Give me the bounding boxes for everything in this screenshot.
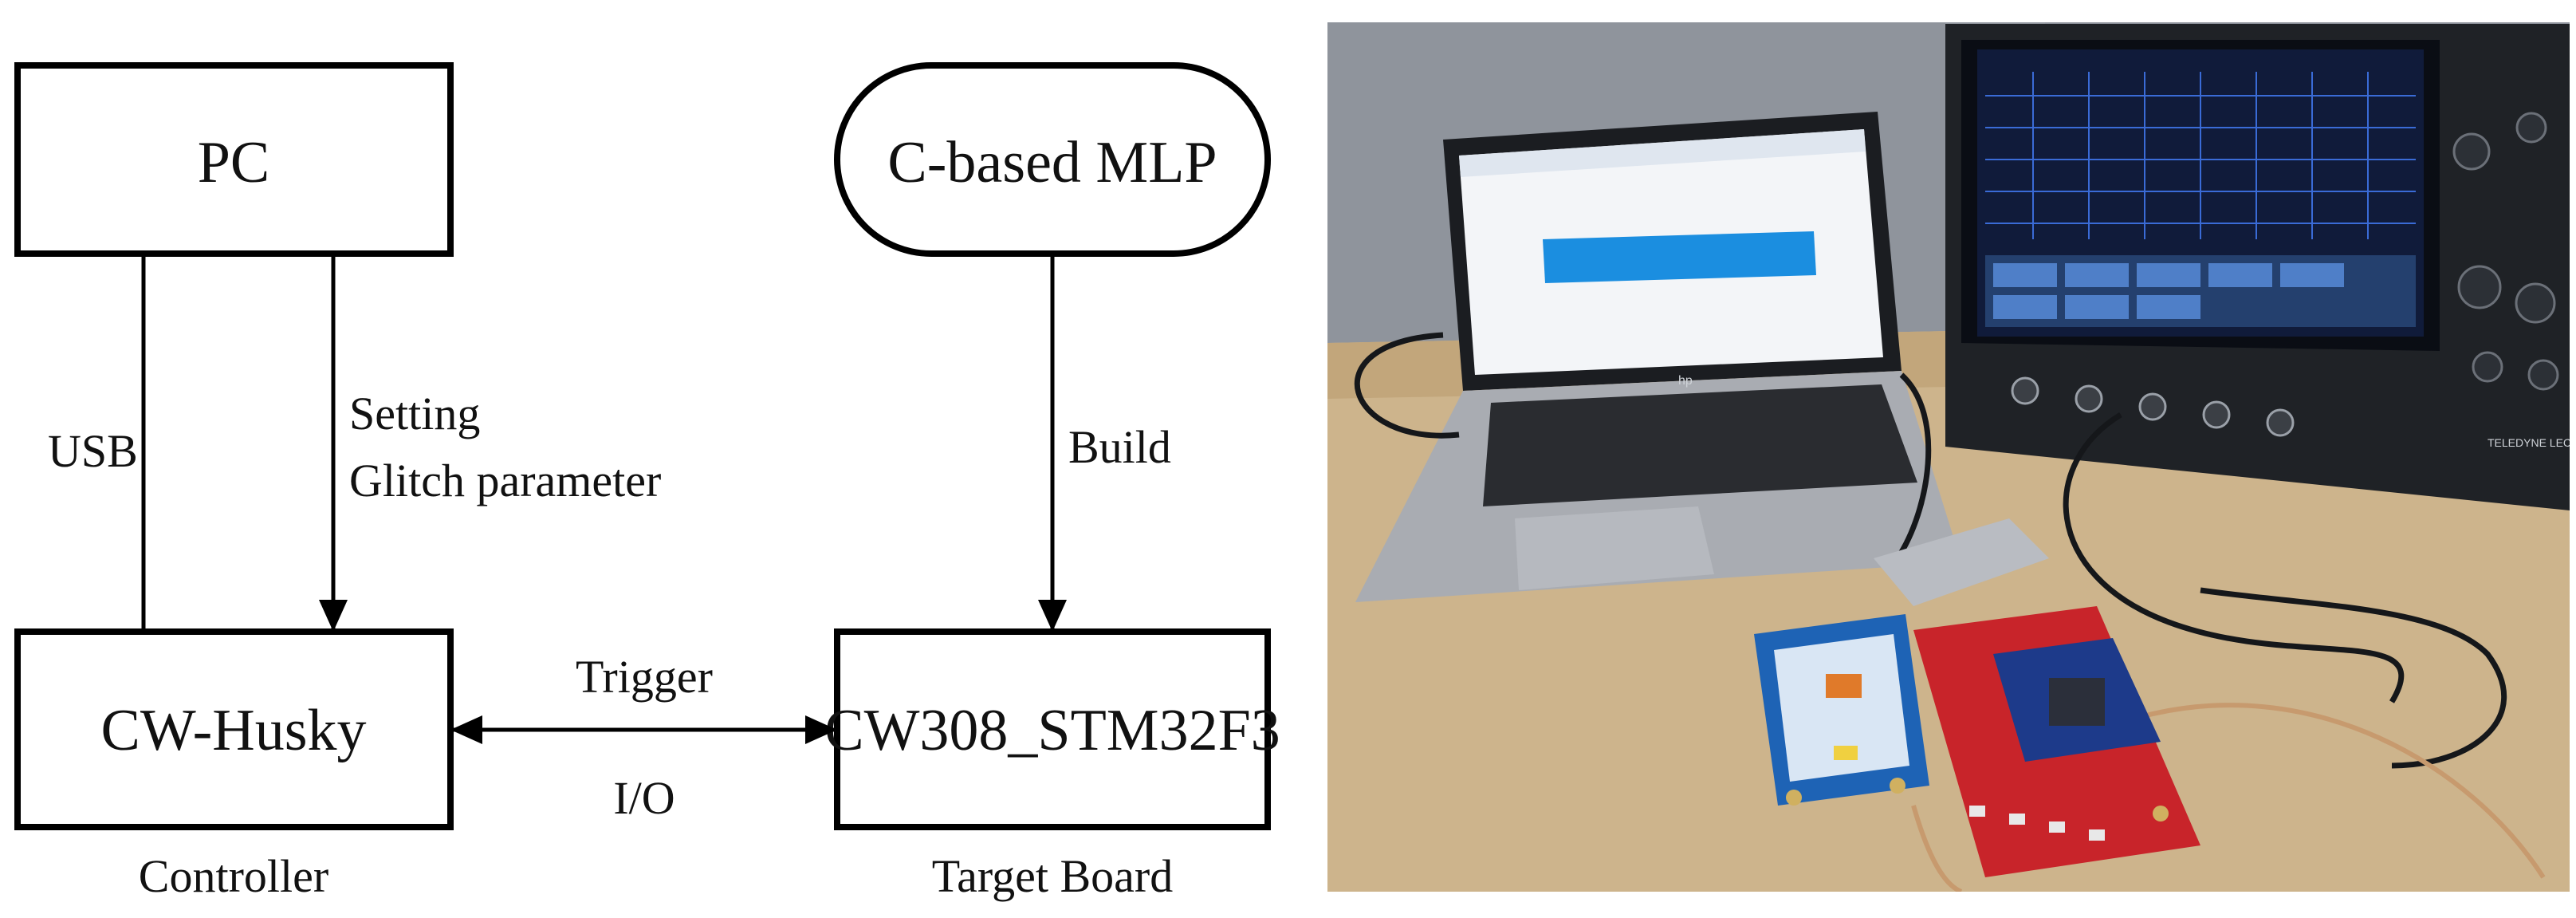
- node-husky-label: CW-Husky: [101, 698, 367, 763]
- edge-usb-label: USB: [48, 425, 138, 477]
- node-pc: [14, 62, 454, 257]
- block-diagram: PC C-based MLP CW-Husky CW308_STM32F3 US…: [14, 62, 1280, 902]
- laptop: hp: [1355, 112, 1961, 602]
- lab-setup-photo: TELEDYNE LECROY hp: [1327, 22, 2576, 892]
- caption-target-board: Target Board: [932, 850, 1174, 902]
- edge-glitch-label: Glitch parameter: [349, 455, 661, 506]
- oscilloscope: TELEDYNE LECROY: [1945, 24, 2576, 510]
- node-target: [834, 628, 1271, 830]
- laptop-trace: [1543, 231, 1816, 283]
- node-mlp-label: C-based MLP: [887, 130, 1217, 195]
- node-target-label: CW308_STM32F3: [824, 698, 1280, 763]
- cables: [1354, 332, 2507, 769]
- edge-build-label: Build: [1068, 421, 1171, 473]
- node-pc-label: PC: [198, 130, 270, 195]
- cw308-target-board: [1913, 606, 2200, 877]
- edge-io-label: I/O: [613, 772, 674, 824]
- caption-controller: Controller: [139, 850, 328, 902]
- edge-setting-label: Setting: [349, 388, 480, 439]
- laptop-brand: hp: [1678, 374, 1693, 388]
- node-husky: [14, 628, 454, 830]
- edge-trigger-label: Trigger: [576, 651, 713, 703]
- oscilloscope-brand: TELEDYNE LECROY: [2488, 436, 2576, 449]
- cw-husky-device: [1754, 614, 1929, 806]
